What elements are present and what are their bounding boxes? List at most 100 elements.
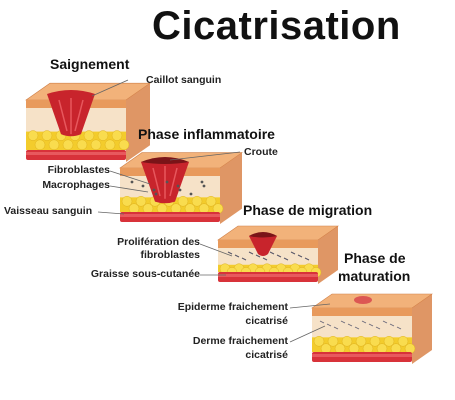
block-maturation-top [311,293,433,309]
leader-caillot [91,79,129,97]
block-inflammatoire-fat-cell [205,196,217,207]
label-fibroblastes: Fibroblastes [47,164,110,176]
block-maturation-fibroblast [382,320,388,324]
block-migration-fibroblast [269,251,275,255]
label-vaisseau-sanguin: Vaisseau sanguin [4,205,93,217]
block-inflammatoire-cell [165,180,169,184]
block-inflammatoire-cell [154,192,158,196]
block-inflammatoire-cell [202,184,206,188]
block-saignement-fat-cell [62,139,74,151]
leader-derme [289,325,326,343]
block-maturation-fibroblast [326,323,332,327]
leader-epiderme [289,303,331,309]
block-migration-dermis [218,248,318,265]
block-migration-fibroblast [283,257,289,261]
label-graisse-sous-cutanee: Graisse sous-cutanée [90,268,200,280]
heading-phase-maturation-2: maturation [338,268,411,284]
block-migration-side [318,226,338,284]
block-inflammatoire-cell [176,184,180,188]
block-saignement-fat-cell [104,139,116,151]
heading-phase-maturation-1: Phase de [344,250,406,266]
block-maturation-fat-cell [341,336,353,347]
block-saignement-fat-cell [111,130,123,141]
block-inflammatoire-wound-streaks [152,166,178,199]
block-migration-fibroblast [255,254,261,258]
block-migration-fibroblast [290,251,296,255]
block-inflammatoire-fat-cell [121,196,133,207]
block-maturation-fibroblast [361,320,367,324]
block-inflammatoire-fat-cell [177,196,189,207]
block-saignement-fat-cell [97,130,109,141]
block-saignement-fat-cell [48,139,60,151]
block-saignement-fat-cell [83,130,95,141]
leader-croute [169,151,241,161]
label-proliferation-1: Prolifération des [117,236,200,248]
block-inflammatoire-fat-cell [135,196,147,207]
block-inflammatoire-cell [178,188,182,192]
label-macrophages: Macrophages [42,179,110,191]
block-maturation-fibroblast [319,320,325,324]
block-maturation-fibroblast [375,326,381,330]
block-inflammatoire-cell [141,184,145,188]
block-inflammatoire-crust [141,157,189,164]
label-epiderme-1: Epiderme fraichement [177,301,288,313]
block-migration-fibroblast [297,254,303,258]
block-saignement-side [126,83,150,162]
block-maturation-fat-cell [397,336,409,347]
label-derme-1: Derme fraichement [192,335,288,347]
block-inflammatoire-cell [130,180,134,184]
block-saignement-fat-cell [41,130,53,141]
block-saignement-fat-cell [76,139,88,151]
block-migration-fibroblast [248,251,254,255]
block-migration-crust [249,232,277,238]
leader-macrophages [109,185,149,193]
block-maturation-fibroblast [354,326,360,330]
block-maturation-fibroblast [340,320,346,324]
block-migration-fibroblast [234,254,240,258]
block-saignement-fat-cell [90,139,102,151]
block-maturation-side [412,294,432,364]
block-migration-top [217,225,339,241]
block-maturation-fibroblast [333,326,339,330]
heading-saignement: Saignement [50,56,130,72]
block-migration-fibroblast [227,251,233,255]
block-migration-fibroblast [304,257,310,261]
block-maturation-fibroblast [396,326,402,330]
block-migration-vessel-highlight [218,274,318,277]
block-inflammatoire-cell [152,188,156,192]
block-maturation-fat-cell [383,336,395,347]
block-migration-fibroblast [262,257,268,261]
block-maturation-fat-cell [327,336,339,347]
block-migration-wound [249,233,277,256]
block-saignement-vessel-highlight [26,152,126,155]
leader-fibroblastes [109,170,151,185]
block-maturation-fibroblast [368,323,374,327]
block-maturation-fibroblast [347,323,353,327]
block-saignement-fat-cell [34,139,46,151]
block-maturation-fat-cell [313,336,325,347]
block-inflammatoire-cell [189,192,193,196]
heading-phase-migration: Phase de migration [243,202,373,218]
block-maturation-fat-cell [355,336,367,347]
label-croute: Croute [244,146,278,158]
block-maturation-scar [354,296,372,304]
block-inflammatoire-side [220,152,242,224]
block-saignement-fat-cell [118,139,130,151]
block-migration-fibroblast [276,254,282,258]
label-derme-2: cicatrisé [245,349,288,361]
block-maturation-vessel-highlight [312,354,412,357]
page-title: Cicatrisation [152,4,401,48]
block-inflammatoire-vessel-highlight [120,214,220,217]
block-migration-fibroblast [241,257,247,261]
block-saignement-wound-streaks [58,98,84,135]
block-inflammatoire-cell [200,180,204,184]
leader-vaisseau [97,211,125,215]
block-maturation-dermis [312,316,412,338]
block-maturation-fibroblast [389,323,395,327]
label-caillot-sanguin: Caillot sanguin [146,74,222,86]
leader-proliferation [199,243,233,257]
block-maturation-fat-cell [369,336,381,347]
block-saignement-fat-cell [27,130,39,141]
label-proliferation-2: fibroblastes [140,249,200,261]
